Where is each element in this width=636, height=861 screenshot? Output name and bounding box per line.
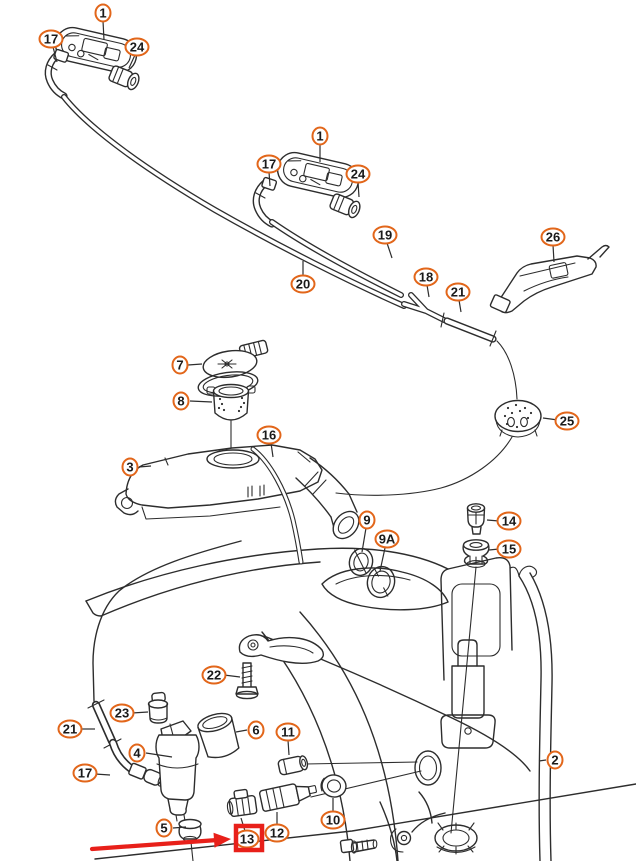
filter-8-drawing xyxy=(206,383,256,453)
pump-4-drawing xyxy=(155,720,200,822)
highlight-box xyxy=(233,823,265,853)
sensor-12-drawing xyxy=(258,783,317,812)
connector-11-drawing xyxy=(277,755,309,776)
callout-21-9[interactable]: 21 xyxy=(445,282,471,313)
cap-7-drawing xyxy=(197,339,269,397)
callout-label: 8 xyxy=(177,393,184,408)
callout-label: 13 xyxy=(240,831,254,846)
callout-20-7[interactable]: 20 xyxy=(290,261,316,294)
hose-16-drawing xyxy=(250,446,304,565)
callout-label: 6 xyxy=(252,722,259,737)
filler-neck-drawing xyxy=(295,457,360,540)
grommet-25-drawing xyxy=(494,399,542,438)
grommet-15-drawing xyxy=(462,539,490,568)
mount-arm-drawing xyxy=(238,634,325,664)
callout-label: 20 xyxy=(296,276,310,291)
callout-label: 1 xyxy=(316,128,323,143)
cylinder-6-drawing xyxy=(197,712,240,759)
highlight-arrow-shaft xyxy=(89,838,217,852)
callout-label: 23 xyxy=(115,705,129,720)
callout-label: 18 xyxy=(419,269,433,284)
callout-8-13[interactable]: 8 xyxy=(172,391,213,411)
callout-label: 21 xyxy=(63,721,77,736)
callout-25-11[interactable]: 25 xyxy=(542,411,580,431)
callout-2-31[interactable]: 2 xyxy=(538,750,564,770)
body-panel-drawing xyxy=(85,547,636,861)
callout-label: 26 xyxy=(546,229,560,244)
callout-16-14[interactable]: 16 xyxy=(256,425,282,458)
callout-label: 22 xyxy=(207,667,221,682)
callout-24-5[interactable]: 24 xyxy=(345,164,371,198)
callout-label: 2 xyxy=(551,752,558,767)
callout-1-3[interactable]: 1 xyxy=(311,126,329,163)
callout-9A-17[interactable]: 9A xyxy=(374,529,400,572)
callout-18-8[interactable]: 18 xyxy=(413,267,439,298)
highlight-arrow-head xyxy=(213,832,231,848)
callout-9-16[interactable]: 9 xyxy=(358,510,376,553)
callout-label: 11 xyxy=(281,724,295,739)
callout-label: 4 xyxy=(133,745,141,760)
callout-22-20[interactable]: 22 xyxy=(201,665,241,685)
callout-label: 1 xyxy=(99,5,106,20)
hose-run-drawing xyxy=(61,94,518,496)
callout-label: 15 xyxy=(502,541,516,556)
callout-label: 21 xyxy=(451,284,465,299)
callout-label: 24 xyxy=(351,166,366,181)
ring-10-drawing xyxy=(320,774,347,798)
callout-11-27[interactable]: 11 xyxy=(275,722,301,756)
callout-label: 16 xyxy=(262,427,276,442)
valve-14-drawing xyxy=(466,503,486,535)
callout-4-23[interactable]: 4 xyxy=(128,743,173,763)
callout-23-21[interactable]: 23 xyxy=(109,703,149,723)
callout-label: 25 xyxy=(560,413,574,428)
callout-17-4[interactable]: 17 xyxy=(256,154,282,187)
callout-13-30[interactable]: 13 xyxy=(234,817,260,849)
annotation-layer xyxy=(89,823,265,853)
callout-label: 9A xyxy=(379,531,396,546)
callout-label: 17 xyxy=(262,156,276,171)
callout-21-22[interactable]: 21 xyxy=(57,719,96,739)
callout-17-1[interactable]: 17 xyxy=(38,29,64,63)
callout-14-18[interactable]: 14 xyxy=(486,511,522,531)
grommet-5-drawing xyxy=(178,818,202,861)
callout-15-19[interactable]: 15 xyxy=(488,539,522,559)
reservoir-3-drawing xyxy=(114,444,323,520)
bolt-22-drawing xyxy=(235,662,259,700)
seal-9-drawing xyxy=(348,547,374,577)
line-art xyxy=(48,23,636,861)
callout-26-10[interactable]: 26 xyxy=(540,227,566,263)
valve-axis-line xyxy=(450,566,477,834)
connector-group-drawing xyxy=(226,755,422,818)
callout-24-2[interactable]: 24 xyxy=(124,37,150,69)
callout-label: 14 xyxy=(502,513,517,528)
callout-label: 24 xyxy=(130,39,145,54)
seal-9a-drawing xyxy=(366,565,396,599)
callout-17-25[interactable]: 17 xyxy=(72,763,111,783)
callout-10-29[interactable]: 10 xyxy=(320,798,346,830)
callout-12-28[interactable]: 12 xyxy=(264,812,290,843)
callout-label: 12 xyxy=(270,825,284,840)
callout-label: 5 xyxy=(160,820,167,835)
connector-13-drawing xyxy=(226,788,258,818)
callout-label: 17 xyxy=(78,765,92,780)
callout-7-12[interactable]: 7 xyxy=(171,355,203,375)
callout-19-6[interactable]: 19 xyxy=(372,225,398,259)
callout-label: 9 xyxy=(363,512,370,527)
callout-label: 17 xyxy=(44,31,58,46)
callout-1-0[interactable]: 1 xyxy=(94,3,112,41)
callout-3-15[interactable]: 3 xyxy=(121,457,152,477)
callout-label: 3 xyxy=(126,459,133,474)
callout-6-24[interactable]: 6 xyxy=(235,720,265,740)
callout-label: 10 xyxy=(326,812,340,827)
callout-5-26[interactable]: 5 xyxy=(155,818,187,838)
bracket-26-drawing xyxy=(489,244,610,314)
callout-label: 19 xyxy=(378,227,392,242)
callout-label: 7 xyxy=(176,357,183,372)
cap-23-drawing xyxy=(147,691,169,724)
